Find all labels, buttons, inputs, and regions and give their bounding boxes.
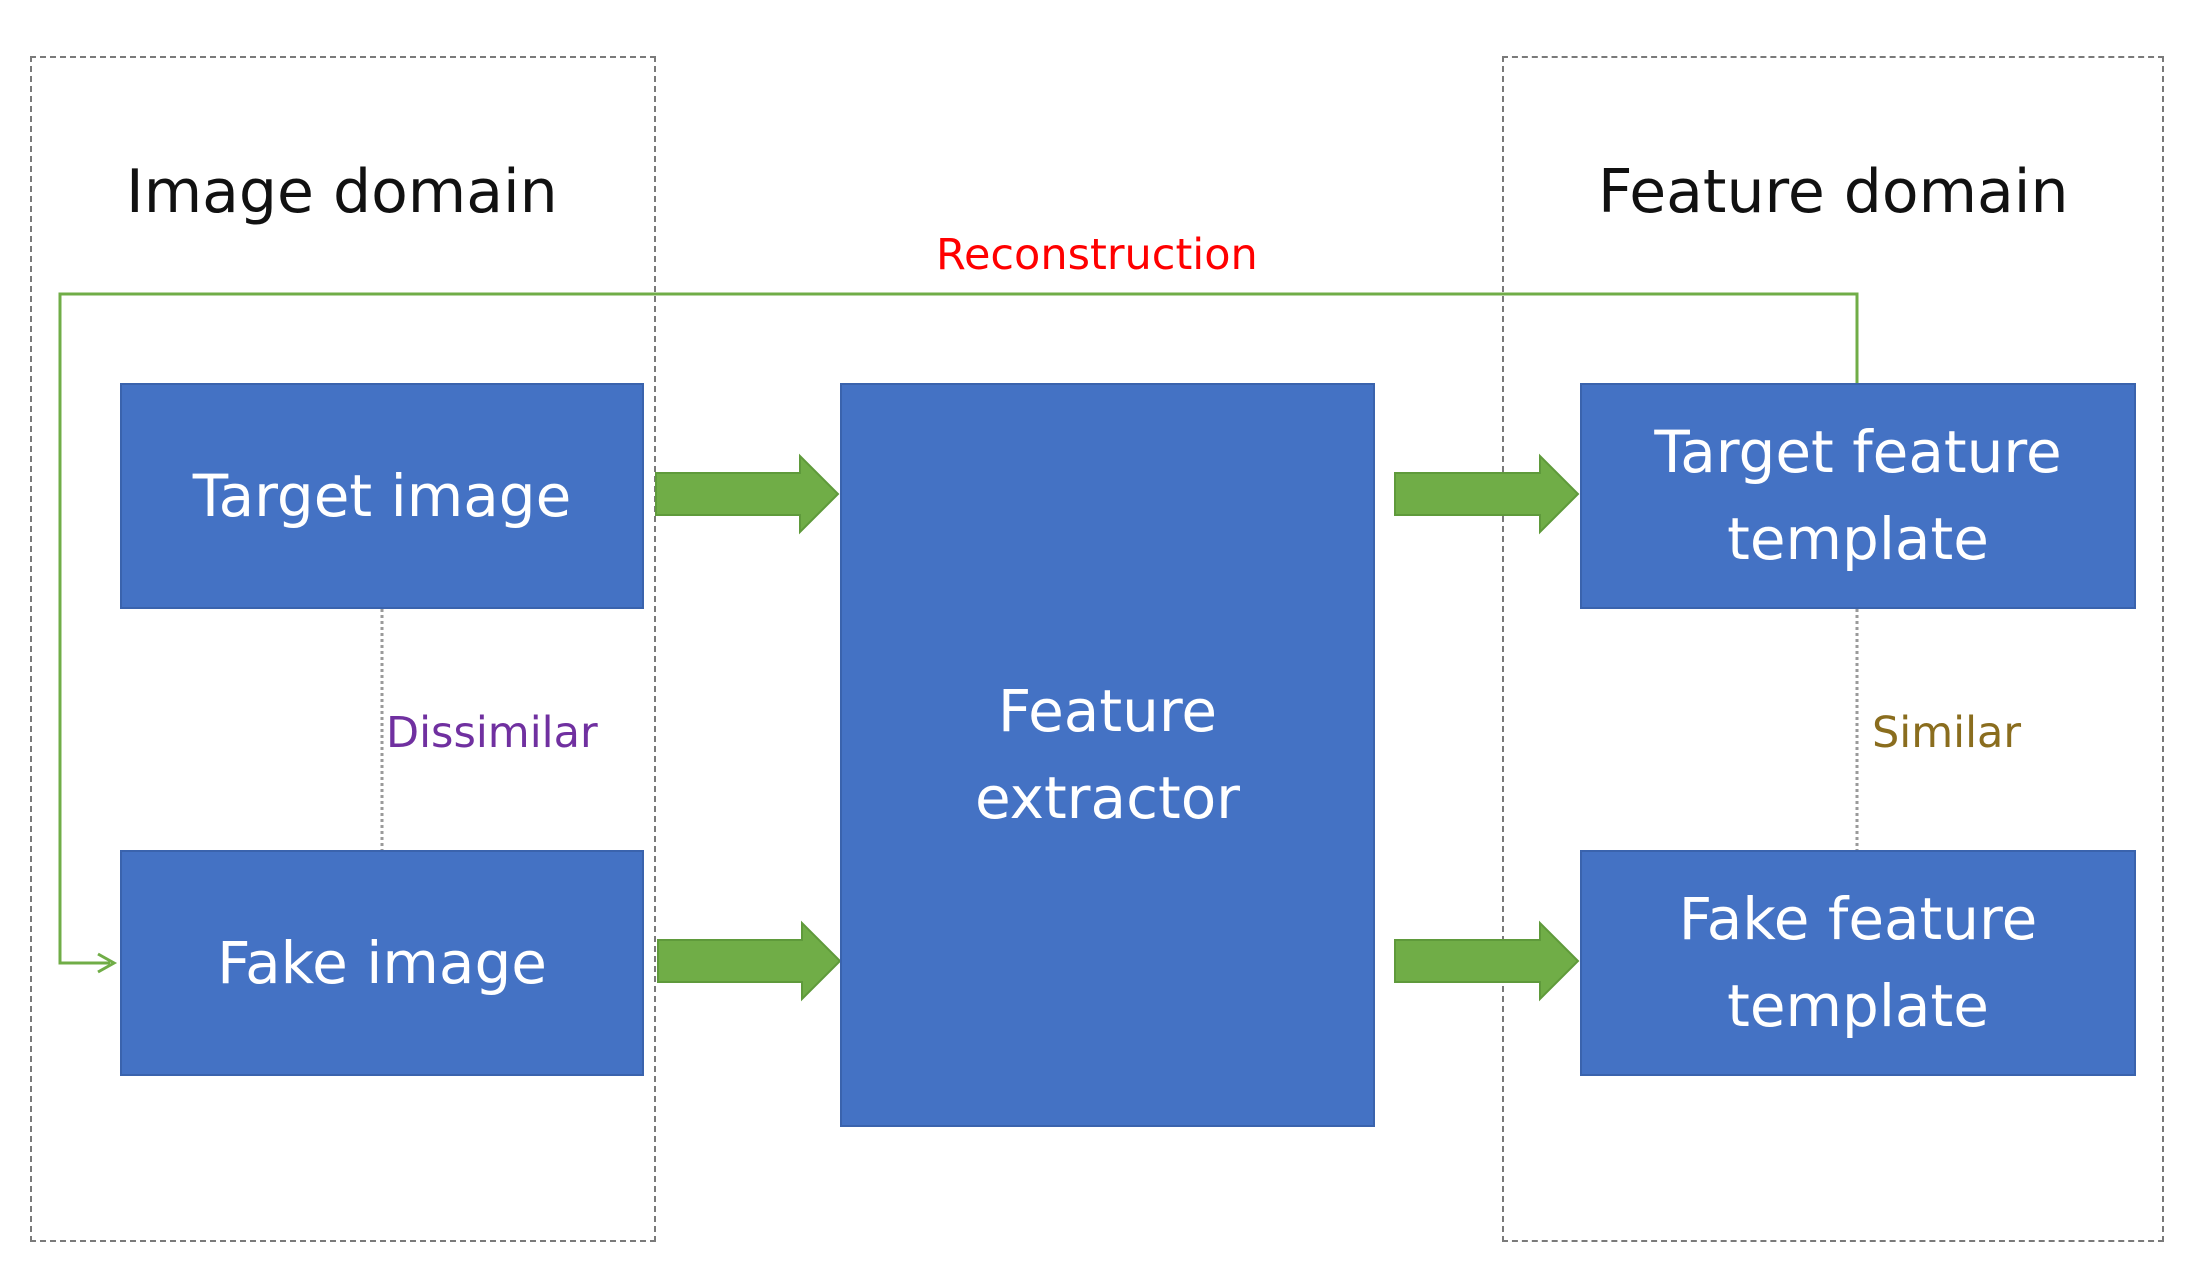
image-domain-title: Image domain [126, 157, 558, 227]
target-image-node: Target image [120, 383, 644, 609]
target-feature-template-label: Target feature template [1654, 418, 2062, 573]
fake-image-node: Fake image [120, 850, 644, 1076]
feature-extractor-node: Feature extractor [840, 383, 1375, 1127]
dissimilar-label: Dissimilar [386, 708, 598, 758]
flow-arrow-extractor-to-target-template [1394, 453, 1580, 535]
flow-arrow-fake-image-to-extractor [657, 920, 842, 1002]
feature-extractor-label: Feature extractor [974, 677, 1241, 832]
reconstruction-connector [58, 292, 1859, 965]
reconstruction-label: Reconstruction [936, 230, 1258, 280]
fake-image-label: Fake image [217, 928, 547, 997]
reconstruction-arrowhead [97, 952, 118, 974]
flow-arrow-target-image-to-extractor [655, 453, 840, 535]
similar-label: Similar [1872, 708, 2022, 758]
target-image-label: Target image [192, 461, 572, 530]
flow-arrow-extractor-to-fake-template [1394, 920, 1580, 1002]
target-feature-template-node: Target feature template [1580, 383, 2136, 609]
feature-domain-region [1502, 56, 2164, 1242]
image-domain-region [30, 56, 656, 1242]
feature-domain-title: Feature domain [1598, 157, 2069, 227]
fake-feature-template-label: Fake feature template [1678, 885, 2038, 1040]
fake-feature-template-node: Fake feature template [1580, 850, 2136, 1076]
